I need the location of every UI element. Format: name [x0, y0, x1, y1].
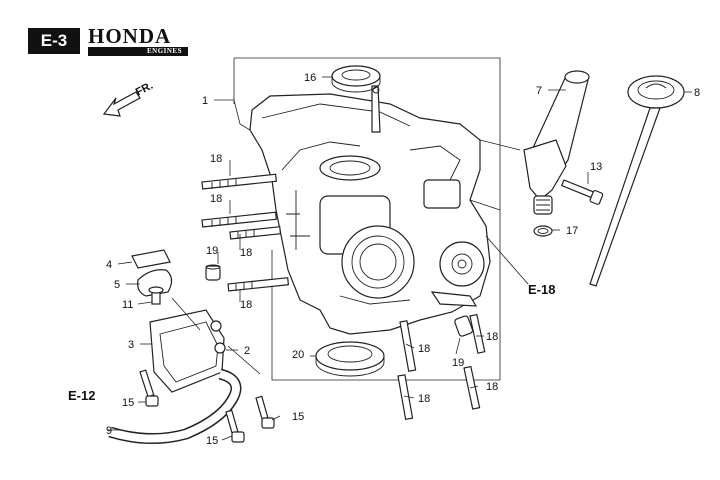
callout-3: 3 [128, 339, 134, 351]
callout-13: 13 [590, 161, 602, 173]
flange-bolt-13 [560, 179, 604, 205]
stud-bolt-left-mid [201, 211, 277, 228]
callout-1: 1 [202, 95, 208, 107]
stud-bolt-left-bottom [227, 277, 290, 292]
callout-19a: 19 [206, 245, 218, 257]
callout-18h: 18 [486, 381, 498, 393]
callout-18a: 18 [210, 153, 222, 165]
callout-7: 7 [536, 85, 542, 97]
callout-2: 2 [244, 345, 250, 357]
callout-9: 9 [106, 425, 112, 437]
leader-lines [108, 76, 692, 441]
brand-subtitle: ENGINES [88, 47, 188, 56]
ref-e18: E-18 [528, 282, 555, 297]
dowel-pin-left [205, 264, 221, 281]
callout-18f: 18 [418, 393, 430, 405]
section-badge: E-3 [28, 28, 80, 54]
o-ring-part [533, 225, 553, 237]
oil-seal-part [331, 65, 381, 93]
assembly-bracket [233, 57, 501, 381]
callout-18c: 18 [240, 247, 252, 259]
dowel-pin-right [454, 315, 474, 337]
breather-hose-part [108, 368, 242, 445]
bearing-part [315, 341, 385, 377]
front-label: FR. [134, 80, 155, 99]
callout-18g: 18 [486, 331, 498, 343]
callout-15a: 15 [122, 397, 134, 409]
flange-bolt-15c [225, 409, 245, 443]
flange-bolt-15a [139, 369, 159, 407]
screw-11 [148, 286, 164, 305]
stud-bolt-right-a [469, 313, 486, 354]
stud-bolt-bottom-b [397, 374, 414, 421]
dipstick-part [589, 75, 685, 287]
gasket-2 [210, 320, 226, 354]
callout-8: 8 [694, 87, 700, 99]
oil-filler-tube-part [523, 70, 590, 215]
callout-11: 11 [122, 299, 133, 311]
callout-18b: 18 [210, 193, 222, 205]
callout-4: 4 [106, 259, 112, 271]
honda-engines-logo: HONDA ENGINES [88, 26, 188, 56]
callout-16: 16 [304, 72, 316, 84]
stud-bolt-bottom-a [399, 320, 417, 372]
breather-plate-4 [131, 249, 171, 269]
flange-bolt-15b [255, 395, 275, 429]
callout-17: 17 [566, 225, 578, 237]
stud-bolt-left-upper [201, 173, 277, 190]
callout-18d: 18 [240, 299, 252, 311]
front-direction-arrow: FR. [102, 80, 155, 117]
callout-20: 20 [292, 349, 304, 361]
callout-15c: 15 [206, 435, 218, 447]
callout-15b: 15 [292, 411, 304, 423]
ref-e12: E-12 [68, 388, 95, 403]
stud-bolt-left-lower [229, 226, 282, 240]
callout-19b: 19 [452, 357, 464, 369]
brand-name: HONDA [88, 24, 172, 48]
cylinder-barrel-part [249, 85, 491, 335]
callout-18e: 18 [418, 343, 430, 355]
callout-5: 5 [114, 279, 120, 291]
